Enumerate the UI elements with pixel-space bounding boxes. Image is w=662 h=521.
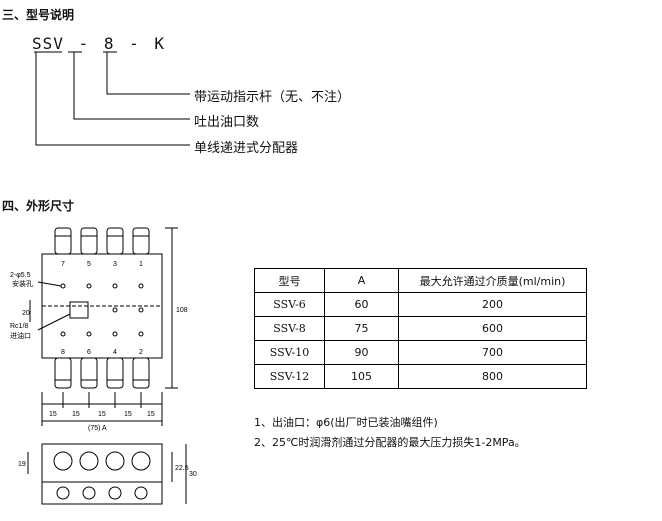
dim-15-c: 15 (98, 411, 106, 418)
header-a: A (324, 268, 399, 293)
cell-model: SSV-8 (254, 316, 325, 341)
table-row: SSV-12 105 800 (254, 364, 587, 389)
note-1: 1、出油口：φ6(出厂时已装油嘴组件) (254, 416, 438, 429)
outlet-num-7: 7 (61, 261, 65, 268)
dim-30: 30 (189, 471, 197, 478)
dim-15-a: 15 (49, 411, 57, 418)
code-sep2: - (129, 34, 140, 53)
cell-model: SSV-10 (254, 340, 325, 365)
model-code: SSV - 8 - K (32, 34, 165, 53)
table-row: SSV-6 60 200 (254, 292, 587, 317)
outlet-num-4: 4 (113, 349, 117, 356)
dim-15-e: 15 (147, 411, 155, 418)
inlet-label: Rc1/8 (10, 323, 28, 330)
cell-a: 90 (324, 340, 399, 365)
desc-outlets: 吐出油口数 (194, 115, 260, 130)
code-prefix: SSV (32, 34, 64, 53)
table-row: SSV-8 75 600 (254, 316, 587, 341)
outlet-num-6: 6 (87, 349, 91, 356)
cell-a: 60 (324, 292, 399, 317)
cell-flow: 700 (398, 340, 587, 365)
outlet-num-5: 5 (87, 261, 91, 268)
dim-15-d: 15 (124, 411, 132, 418)
outlet-num-8: 8 (61, 349, 65, 356)
cell-a: 75 (324, 316, 399, 341)
outlet-num-3: 3 (113, 261, 117, 268)
table-row: SSV-10 90 700 (254, 340, 587, 365)
desc-indicator: 带运动指示杆（无、不注） (194, 90, 351, 105)
outlet-num-1: 1 (139, 261, 143, 268)
desc-type: 单线递进式分配器 (194, 141, 299, 156)
outlet-num-2: 2 (139, 349, 143, 356)
inlet-port (69, 301, 89, 319)
header-flow: 最大允许通过介质量(ml/min) (398, 268, 587, 293)
top-fittings (54, 227, 150, 255)
cell-model: SSV-6 (254, 292, 325, 317)
model-table: 型号 A 最大允许通过介质量(ml/min) SSV-6 60 200 SSV-… (254, 268, 587, 389)
dim-20: 20 (22, 310, 30, 317)
cell-flow: 200 (398, 292, 587, 317)
hole-label: 2-φ5.5 (10, 272, 31, 279)
dim-108: 108 (176, 307, 188, 314)
code-suffix: K (154, 34, 166, 53)
table-header-row: 型号 A 最大允许通过介质量(ml/min) (254, 268, 587, 293)
cell-flow: 800 (398, 364, 587, 389)
section3-title: 三、型号说明 (2, 8, 75, 22)
header-model: 型号 (254, 268, 325, 293)
inlet-label-2: 进油口 (10, 331, 31, 340)
code-outlets: 8 (103, 34, 115, 53)
dim-19: 19 (18, 461, 26, 468)
section4-title: 四、外形尺寸 (2, 199, 75, 213)
cell-flow: 600 (398, 316, 587, 341)
dimension-drawing: 2-φ5.5 安装孔 Rc1/8 进油口 20 108 15 15 15 15 … (10, 227, 197, 505)
dim-75: (75) A (88, 425, 107, 432)
code-sep1: - (78, 34, 90, 53)
dim-22-5: 22.5 (175, 465, 189, 472)
bottom-fittings (54, 357, 150, 389)
cell-a: 105 (324, 364, 399, 389)
note-2: 2、25℃时润滑剂通过分配器的最大压力损失1-2MPa。 (254, 436, 526, 449)
model-leader-lines (34, 51, 190, 146)
bottom-view-body (41, 443, 163, 483)
dim-15-b: 15 (72, 411, 80, 418)
hole-label-2: 安装孔 (12, 279, 33, 288)
cell-model: SSV-12 (254, 364, 325, 389)
